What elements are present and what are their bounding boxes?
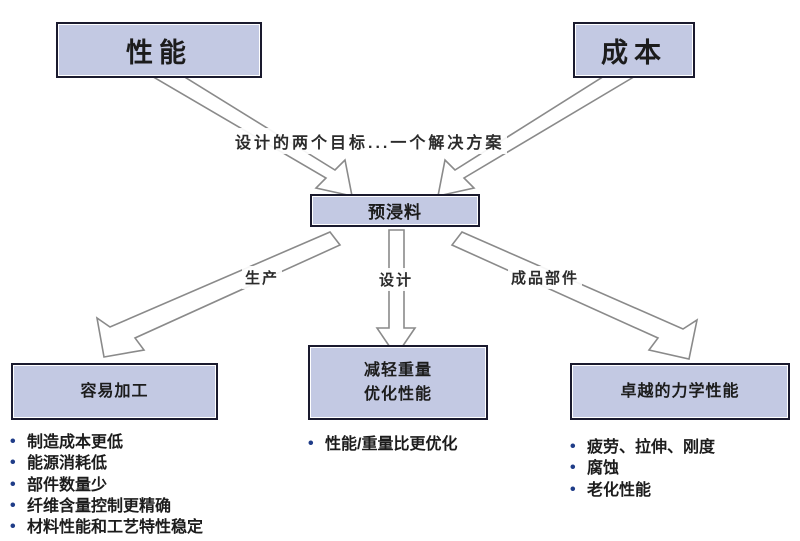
node-mechanical-label: 卓越的力学性能 xyxy=(620,382,740,400)
branch-label-production: 生产 xyxy=(242,266,283,289)
list-item: 老化性能 xyxy=(570,479,715,501)
list-item: 制造成本更低 xyxy=(10,431,203,453)
bullet-list-easy-processing: 制造成本更低 能源消耗低 部件数量少 纤维含量控制更精确 材料性能和工艺特性稳定 xyxy=(10,431,203,538)
list-item: 能源消耗低 xyxy=(10,452,203,474)
list-item: 疲劳、拉伸、刚度 xyxy=(570,436,715,458)
node-cost[interactable]: 成本 xyxy=(573,22,695,78)
list-item: 材料性能和工艺特性稳定 xyxy=(10,516,203,538)
node-weight-performance[interactable]: 减轻重量 优化性能 xyxy=(308,345,488,420)
arrow-prepreg-to-weight-performance xyxy=(375,229,417,358)
list-item: 部件数量少 xyxy=(10,474,203,496)
node-prepreg[interactable]: 预浸料 xyxy=(310,194,480,227)
arrow-prepreg-to-mechanical xyxy=(450,231,699,360)
branch-label-finished-parts: 成品部件 xyxy=(508,266,583,289)
node-performance[interactable]: 性能 xyxy=(56,22,262,78)
list-item: 纤维含量控制更精确 xyxy=(10,495,203,517)
node-performance-label: 性能 xyxy=(126,37,192,68)
node-weight-performance-line2: 优化性能 xyxy=(363,385,432,403)
node-cost-label: 成本 xyxy=(601,37,667,68)
diagram-headline: 设计的两个目标...一个解决方案 xyxy=(232,128,508,154)
node-prepreg-label: 预浸料 xyxy=(368,203,422,222)
arrow-prepreg-to-easy-processing xyxy=(95,231,342,358)
bullet-list-mechanical: 疲劳、拉伸、刚度 腐蚀 老化性能 xyxy=(570,436,715,501)
node-mechanical[interactable]: 卓越的力学性能 xyxy=(570,363,790,420)
branch-label-design: 设计 xyxy=(376,268,417,291)
node-weight-performance-line1: 减轻重量 xyxy=(363,362,432,380)
list-item: 腐蚀 xyxy=(570,457,715,479)
bullet-list-weight-performance: 性能/重量比更优化 xyxy=(308,433,457,455)
node-easy-processing[interactable]: 容易加工 xyxy=(11,363,218,420)
list-item: 性能/重量比更优化 xyxy=(308,433,457,455)
arrow-cost-to-prepreg xyxy=(436,67,634,198)
node-easy-processing-label: 容易加工 xyxy=(80,382,149,400)
